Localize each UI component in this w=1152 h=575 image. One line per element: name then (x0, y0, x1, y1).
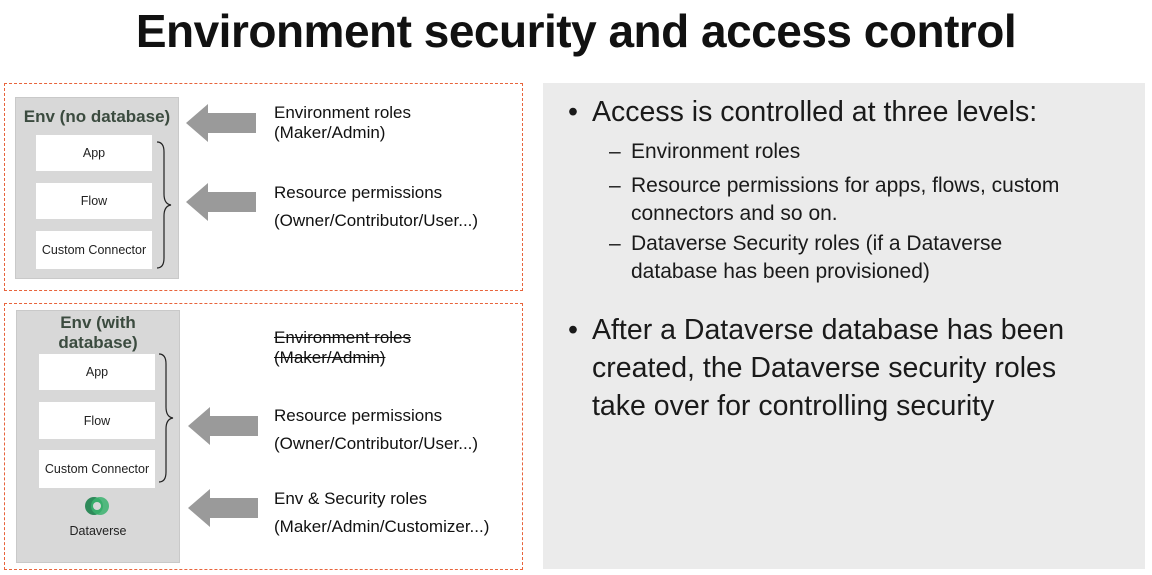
label-resource-permissions: Resource permissions (Owner/Contributor/… (274, 183, 479, 230)
resource-custom-connector: Custom Connector (39, 450, 155, 488)
resource-app: App (39, 354, 155, 390)
label-env-security-roles: Env & Security roles (Maker/Admin/Custom… (274, 489, 490, 536)
label-environment-roles: Environment roles (Maker/Admin) (274, 103, 412, 142)
brace-icon (158, 353, 174, 483)
label-environment-roles-struck: Environment roles (Maker/Admin) (274, 328, 412, 367)
env-box-no-database: Env (no database) App Flow Custom Connec… (15, 97, 179, 279)
dataverse-label: Dataverse (69, 524, 127, 538)
slide-title: Environment security and access control (135, 5, 1017, 57)
arrow-left-icon (188, 407, 258, 445)
env-title: Env (with database) (58, 313, 138, 352)
bullet-dot: • (568, 96, 578, 128)
summary-panel: • Access is controlled at three levels: … (543, 83, 1145, 569)
panel-no-database (4, 83, 523, 291)
env-title: Env (no database) (23, 107, 171, 126)
resource-flow: Flow (36, 183, 152, 219)
resource-app: App (36, 135, 152, 171)
bullet-dot: • (568, 314, 578, 346)
dataverse-icon (85, 497, 109, 515)
brace-icon (156, 141, 172, 269)
env-box-with-database: Env (with database) App Flow Custom Conn… (16, 310, 180, 563)
label-resource-permissions: Resource permissions (Owner/Contributor/… (274, 406, 479, 453)
resource-flow: Flow (39, 402, 155, 439)
resource-custom-connector: Custom Connector (36, 231, 152, 269)
arrow-left-icon (186, 183, 256, 221)
panel-with-database (4, 303, 523, 570)
arrow-left-icon (188, 489, 258, 527)
arrow-left-icon (186, 104, 256, 142)
